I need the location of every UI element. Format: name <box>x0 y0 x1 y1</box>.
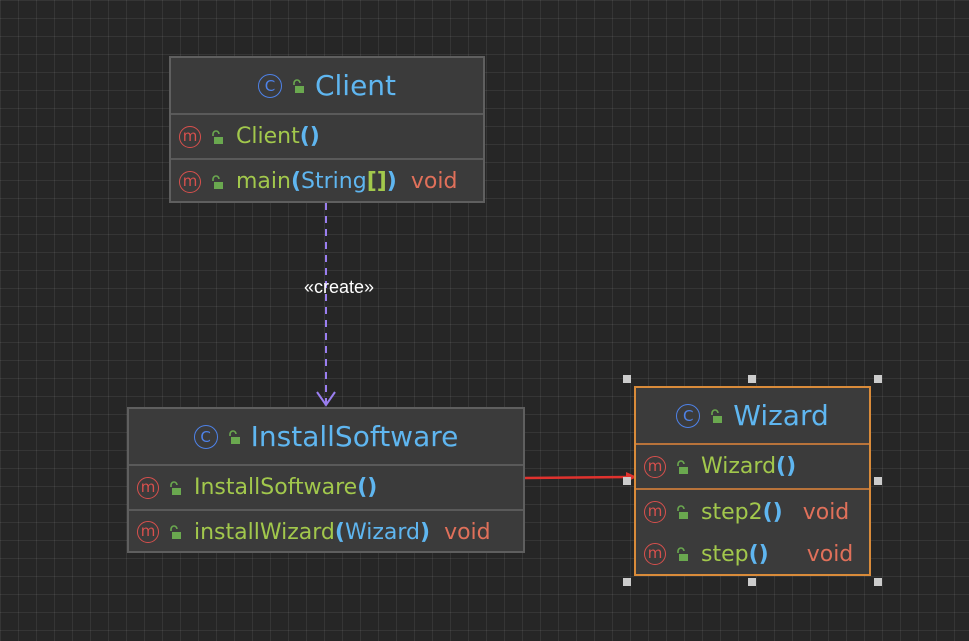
paren-close: ) <box>758 541 769 567</box>
class-icon: C <box>257 73 282 98</box>
method-row[interactable]: m step() void <box>636 534 869 574</box>
resize-handle-ne[interactable] <box>874 375 882 383</box>
resize-handle-e[interactable] <box>874 477 882 485</box>
method-name: Client <box>236 124 300 149</box>
lock-open-icon <box>170 480 181 495</box>
paren-close: ) <box>772 499 783 525</box>
method-name: step <box>701 541 749 567</box>
class-title: Wizard <box>733 399 829 432</box>
paren-close: ) <box>420 519 431 545</box>
class-icon: C <box>193 424 218 449</box>
param-type: String <box>301 169 367 194</box>
lock-open-icon <box>170 525 181 539</box>
lock-open-icon <box>677 505 688 519</box>
return-type: void <box>802 499 850 525</box>
method-row[interactable]: m installWizard(Wizard) void <box>129 511 523 553</box>
method-row[interactable]: m step2() void <box>636 490 869 534</box>
class-title: InstallSoftware <box>250 420 459 453</box>
lock-open-icon <box>293 78 304 93</box>
method-icon: m <box>137 521 159 543</box>
resize-handle-sw[interactable] <box>623 578 631 586</box>
association-edge[interactable] <box>524 475 629 480</box>
client-class-node[interactable]: C Client m Client() m main(String[]) voi… <box>169 56 485 203</box>
method-row[interactable]: m Client() <box>171 115 483 160</box>
paren-close: ) <box>386 169 397 194</box>
create-dependency-arrowhead <box>316 391 336 407</box>
array-brackets: [] <box>366 169 387 194</box>
resize-handle-nw[interactable] <box>623 375 631 383</box>
class-title: Client <box>314 69 397 102</box>
param-type: Wizard <box>344 519 420 545</box>
paren-open: ( <box>357 475 368 500</box>
wizard-class-header: C Wizard <box>636 388 869 445</box>
paren-open: ( <box>748 541 759 567</box>
method-icon: m <box>644 501 666 523</box>
paren-close: ) <box>367 475 378 500</box>
class-icon: C <box>676 403 701 428</box>
paren-open: ( <box>762 499 773 525</box>
method-icon: m <box>644 455 666 478</box>
return-type: void <box>444 519 491 545</box>
method-icon: m <box>179 170 201 193</box>
paren-close: ) <box>309 124 320 149</box>
resize-handle-n[interactable] <box>748 375 756 383</box>
method-row[interactable]: m Wizard() <box>636 445 869 490</box>
wizard-class-node[interactable]: C Wizard m Wizard() m step2() void m ste… <box>634 386 871 576</box>
return-type: void <box>806 541 854 567</box>
method-icon: m <box>644 543 666 565</box>
paren-open: ( <box>290 169 302 194</box>
paren-open: ( <box>334 519 345 545</box>
paren-open: ( <box>776 454 787 479</box>
resize-handle-w[interactable] <box>623 477 631 485</box>
method-name: Wizard <box>701 454 777 479</box>
lock-open-icon <box>711 408 723 423</box>
return-type: void <box>410 169 458 194</box>
method-name: InstallSoftware <box>194 475 358 500</box>
method-icon: m <box>137 476 159 499</box>
method-icon: m <box>179 125 201 148</box>
client-class-header: C Client <box>171 58 483 115</box>
create-edge-label: «create» <box>304 277 375 297</box>
paren-close: ) <box>786 454 797 479</box>
installsoftware-class-node[interactable]: C InstallSoftware m InstallSoftware() m … <box>127 407 525 553</box>
method-name: installWizard <box>194 519 335 545</box>
lock-open-icon <box>228 429 240 444</box>
method-row[interactable]: m InstallSoftware() <box>129 466 523 511</box>
lock-open-icon <box>677 459 688 474</box>
paren-open: ( <box>299 124 310 149</box>
lock-open-icon <box>212 129 223 144</box>
lock-open-icon <box>677 547 688 561</box>
installsoftware-class-header: C InstallSoftware <box>129 409 523 466</box>
resize-handle-se[interactable] <box>874 578 882 586</box>
method-row[interactable]: m main(String[]) void <box>171 160 483 203</box>
method-name: step2 <box>701 499 763 525</box>
lock-open-icon <box>212 174 223 189</box>
resize-handle-s[interactable] <box>748 578 756 586</box>
method-name: main <box>236 169 291 194</box>
